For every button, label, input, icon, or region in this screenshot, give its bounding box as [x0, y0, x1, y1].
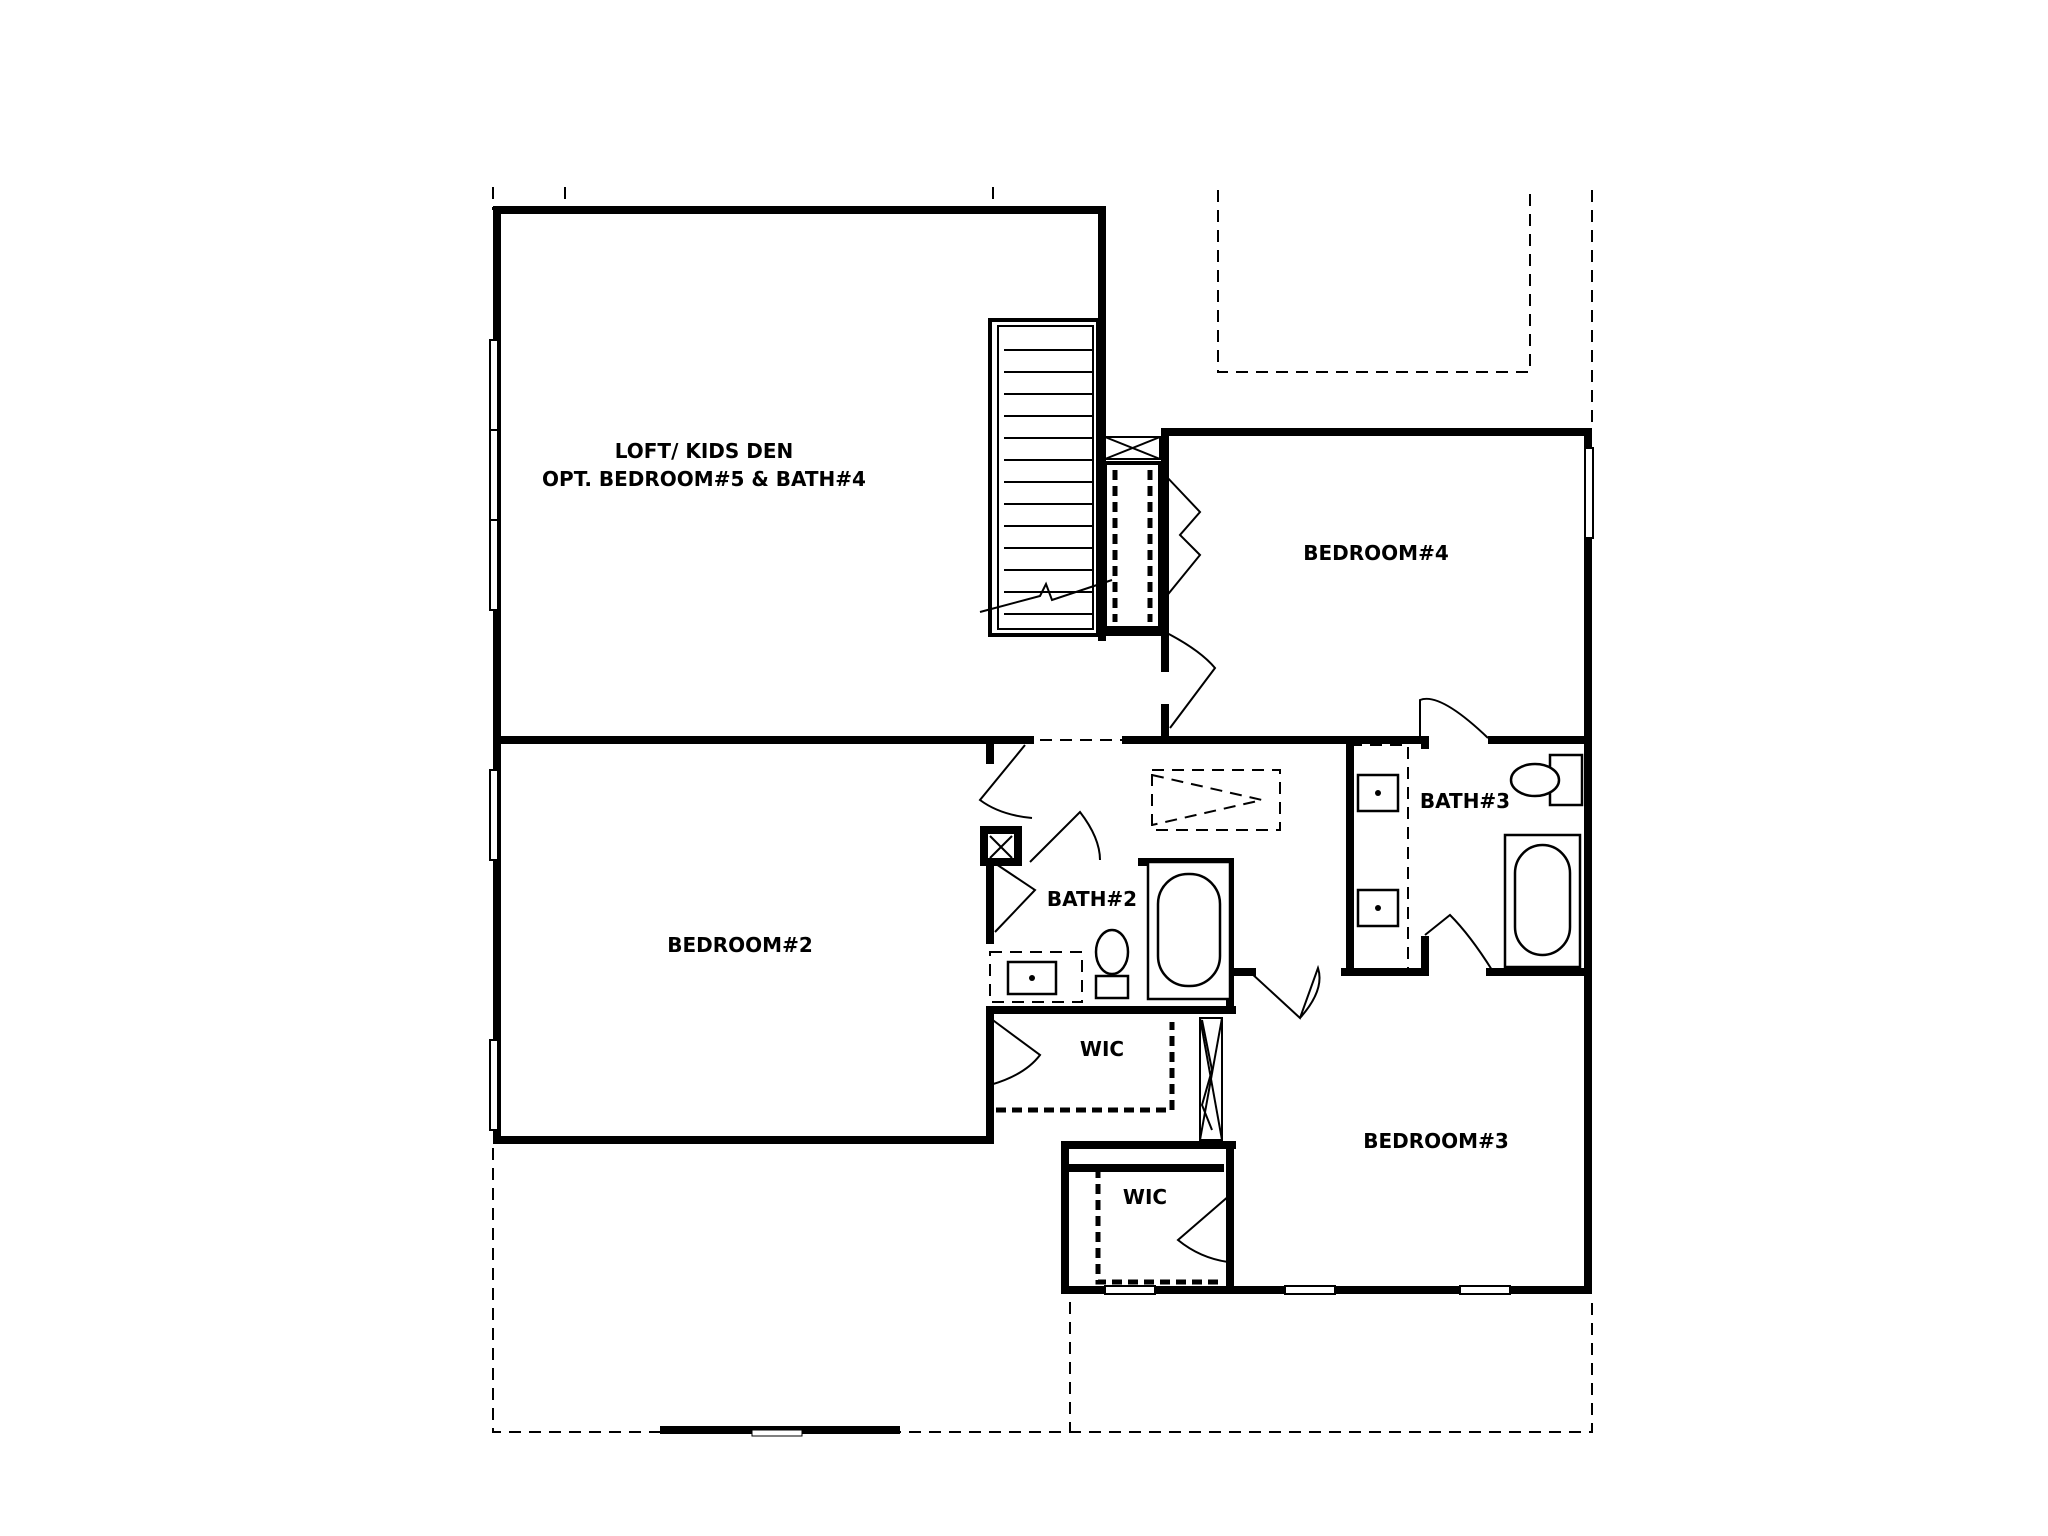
- bath3-label: BATH#3: [1420, 789, 1510, 813]
- bedroom2-label: BEDROOM#2: [667, 933, 813, 957]
- bedroom3-label: BEDROOM#3: [1363, 1129, 1509, 1153]
- interior-walls: [493, 428, 1592, 1294]
- wic-upper-label: WIC: [1080, 1037, 1124, 1061]
- bath2-fixtures: [980, 826, 1232, 1003]
- staircase: [979, 318, 1113, 637]
- bedroom4-label: BEDROOM#4: [1303, 541, 1449, 565]
- loft-label-line1: LOFT/ KIDS DEN: [615, 439, 794, 463]
- windows: [489, 339, 1594, 1295]
- attic-access: [1040, 739, 1281, 831]
- bath3-fixtures: [1349, 744, 1584, 971]
- linen-closet: [1103, 436, 1162, 630]
- wic-shelving: [996, 1017, 1224, 1285]
- bottom-beam: [660, 1426, 900, 1437]
- wic-lower-label: WIC: [1123, 1185, 1167, 1209]
- loft-label-line2: OPT. BEDROOM#5 & BATH#4: [542, 467, 866, 491]
- roof-dashed-outlines: [492, 187, 1593, 1433]
- bath2-label: BATH#2: [1047, 887, 1137, 911]
- doors: [978, 474, 1493, 1263]
